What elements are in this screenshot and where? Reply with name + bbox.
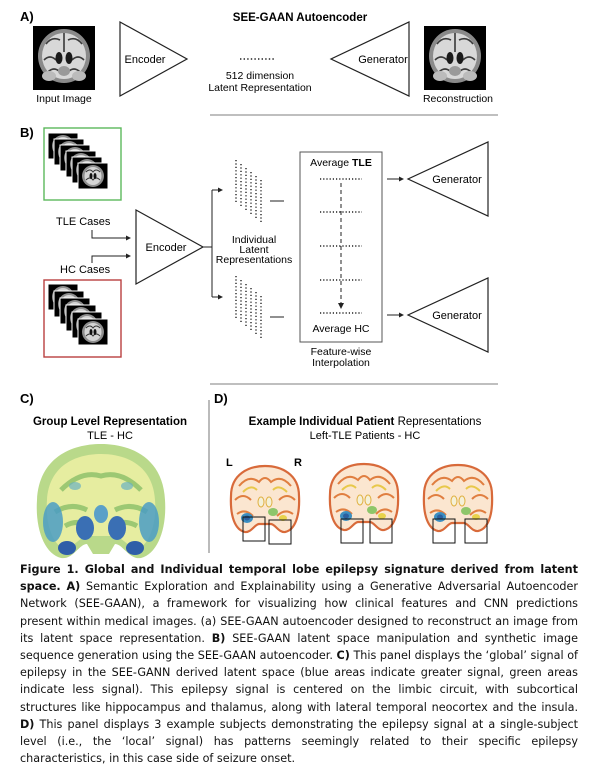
interpolation-line-2: Interpolation [312, 357, 370, 369]
panel-c-subtitle: TLE - HC [87, 430, 133, 442]
individual-line-2: Latent [239, 244, 268, 256]
panel-d-label: D) [214, 391, 228, 406]
average-tle-label: Average TLE [310, 157, 372, 169]
generator-label-bottom: Generator [432, 310, 482, 322]
latent-line-1: 512 dimension [226, 70, 294, 82]
generator-block [329, 21, 410, 97]
encoder-block-b [135, 208, 205, 286]
tle-stack-frame [43, 127, 122, 201]
caption-a-label: A) [66, 580, 81, 594]
average-hc-label: Average HC [312, 323, 369, 335]
hc-arrow [91, 255, 130, 263]
encoder-label-b: Encoder [146, 242, 187, 254]
caption-c-text: This panel displays the ‘global’ signal … [20, 649, 578, 714]
panel-a-title: SEE-GAAN Autoencoder [233, 12, 368, 24]
tle-image-stack [47, 132, 109, 190]
input-image-label: Input Image [36, 93, 92, 105]
reconstruction-image [423, 25, 487, 91]
generator-label: Generator [358, 54, 408, 66]
generator-label-top: Generator [432, 174, 482, 186]
caption-a-text: Semantic Exploration and Explainability … [20, 580, 579, 645]
panel-b: B) TLE Cases HC Cases Encoder [20, 125, 489, 369]
panel-a: A) SEE-GAAN Autoencoder Input Image Enco… [20, 9, 493, 105]
generator-block-bottom [406, 277, 489, 353]
tle-latent-vectors [235, 159, 262, 223]
hc-latent-vectors [235, 275, 262, 339]
split-connector [203, 189, 222, 298]
patient-2-map [328, 462, 400, 532]
caption-d-label: D) [20, 717, 35, 731]
caption-b-text: SEE-GAAN latent space manipulation and s… [20, 631, 578, 663]
hc-stack-frame [43, 279, 122, 358]
hc-image-stack [47, 283, 109, 346]
panel-b-label: B) [20, 125, 34, 140]
hc-cases-label: HC Cases [60, 264, 111, 276]
patient-3-map [422, 463, 494, 533]
group-level-brain-map [37, 444, 166, 558]
interpolation-line-1: Feature-wise [311, 346, 372, 358]
tle-arrow [91, 230, 130, 239]
caption-c-label: C) [336, 649, 350, 663]
panel-a-label: A) [20, 9, 34, 24]
encoder-label: Encoder [125, 54, 166, 66]
input-image [32, 25, 96, 91]
panel-c-label: C) [20, 391, 34, 406]
reconstruction-label: Reconstruction [423, 93, 493, 105]
panel-d-subtitle: Left-TLE Patients - HC [310, 430, 421, 442]
caption-title: Figure 1. Global and Individual temporal… [20, 563, 578, 594]
latent-line-2: Latent Representation [208, 82, 311, 94]
generator-block-top [406, 141, 489, 217]
right-marker: R [294, 457, 302, 469]
panel-c-title: Group Level Representation [33, 416, 187, 428]
encoder-block [119, 20, 189, 98]
caption-d-text: This panel displays 3 example subjects d… [20, 717, 578, 766]
caption-b-label: B) [211, 631, 226, 645]
left-marker: L [226, 457, 233, 469]
figure-caption: Figure 1. Global and Individual temporal… [20, 561, 578, 767]
figure-1: A) SEE-GAAN Autoencoder Input Image Enco… [20, 9, 498, 560]
panel-c: C) Group Level Representation TLE - HC [20, 391, 187, 558]
panel-d-title: Example Individual Patient Representatio… [249, 416, 482, 428]
individual-line-3: Representations [216, 254, 292, 266]
panel-d: D) Example Individual Patient Representa… [214, 391, 494, 545]
individual-line-1: Individual [232, 234, 276, 246]
tle-cases-label: TLE Cases [56, 216, 111, 228]
